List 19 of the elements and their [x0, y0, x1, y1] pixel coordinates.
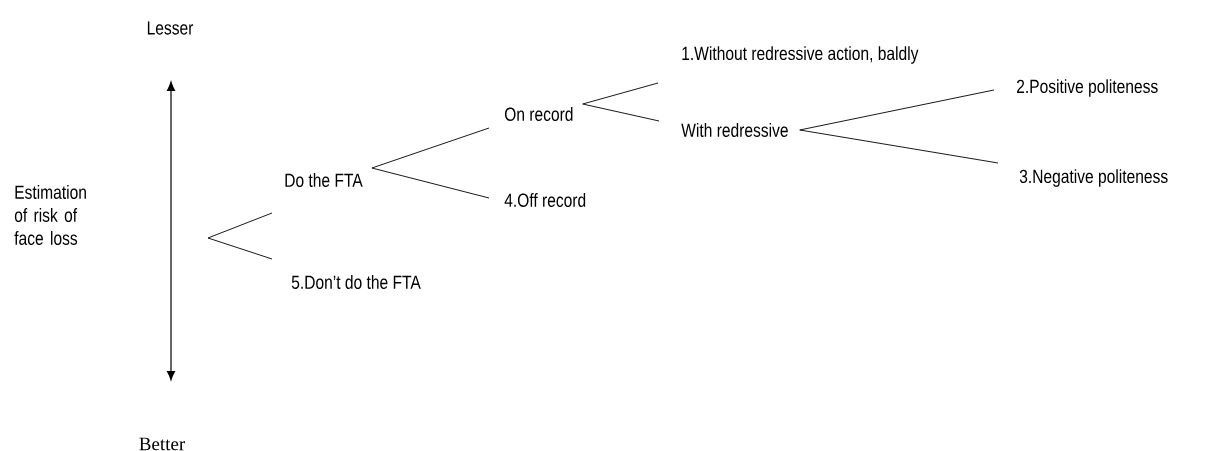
branch-label: On record: [504, 107, 573, 121]
scale-label: Lesser: [147, 21, 194, 35]
branch-line: [371, 167, 490, 199]
branch-label: 3.Negative politeness: [1019, 169, 1168, 187]
scale-label: Better: [139, 437, 186, 451]
branch-label: 1.Without redressive action, baldly: [682, 46, 919, 64]
branch-line: [799, 129, 999, 164]
branch-line: [371, 127, 490, 169]
axis-label: Estimation of risk of face loss: [14, 185, 86, 245]
branch-line: [799, 89, 995, 131]
branch-label: With redressive: [681, 123, 788, 137]
branch-line: [207, 212, 273, 239]
branch-label: 5.Don’t do the FTA: [291, 275, 421, 289]
branch-label: Do the FTA: [285, 173, 363, 187]
branch-label: 2.Positive politeness: [1017, 79, 1158, 97]
branch-line: [582, 103, 660, 122]
branch-line: [582, 82, 659, 105]
branch-label: 4.Off record: [504, 193, 586, 207]
branch-line: [207, 237, 273, 260]
